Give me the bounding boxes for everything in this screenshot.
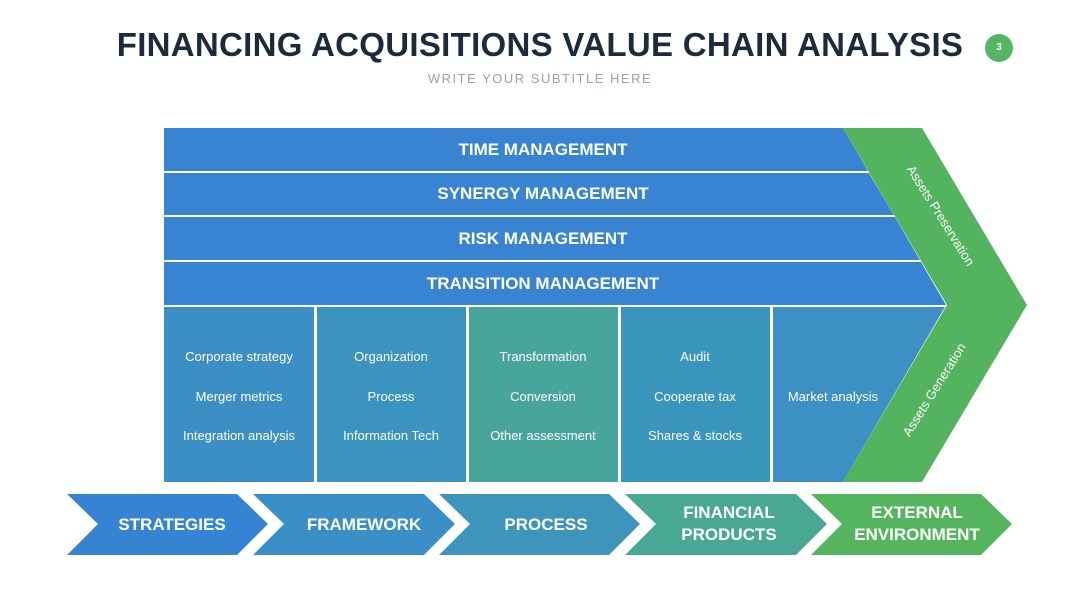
support-band-label: RISK MANAGEMENT xyxy=(458,229,628,248)
activity-item: Process xyxy=(368,389,415,404)
chevron-label: PROCESS xyxy=(504,515,587,534)
activity-item: Merger metrics xyxy=(196,389,283,404)
page-number-badge: 3 xyxy=(985,34,1013,62)
page-subtitle: WRITE YOUR SUBTITLE HERE xyxy=(427,71,653,86)
activity-item: Information Tech xyxy=(343,428,439,443)
chevron-label: STRATEGIES xyxy=(118,515,225,534)
primary-activities: Corporate strategy Merger metrics Integr… xyxy=(164,307,945,482)
chevron-label: FINANCIAL xyxy=(683,503,775,522)
support-activities: TIME MANAGEMENT SYNERGY MANAGEMENT RISK … xyxy=(164,128,946,305)
activity-item: Market analysis xyxy=(788,389,879,404)
activity-item: Conversion xyxy=(510,389,576,404)
support-band xyxy=(164,128,868,171)
support-band-label: TRANSITION MANAGEMENT xyxy=(427,274,660,293)
margin-arrow xyxy=(843,128,1027,482)
chevron-strategies xyxy=(67,494,268,555)
support-band xyxy=(164,262,946,305)
chevron-label: FRAMEWORK xyxy=(307,515,422,534)
bottom-chevrons: STRATEGIES FRAMEWORK PROCESS FINANCIAL P… xyxy=(67,494,1012,555)
chevron-financial-products xyxy=(625,494,827,555)
activity-cell xyxy=(164,307,314,482)
support-band-label: SYNERGY MANAGEMENT xyxy=(437,184,649,203)
chevron-process xyxy=(439,494,640,555)
support-band xyxy=(164,173,894,215)
activity-item: Other assessment xyxy=(490,428,596,443)
activity-cell xyxy=(469,307,618,482)
activity-item: Shares & stocks xyxy=(648,428,742,443)
chevron-external-environment xyxy=(811,494,1012,555)
activity-item: Audit xyxy=(680,349,710,364)
support-band xyxy=(164,217,920,260)
activity-cell xyxy=(621,307,770,482)
activity-item: Transformation xyxy=(500,349,587,364)
chevron-label: ENVIRONMENT xyxy=(854,525,980,544)
activity-cell xyxy=(773,307,945,482)
chevron-label: EXTERNAL xyxy=(871,503,963,522)
activity-item: Integration analysis xyxy=(183,428,296,443)
activity-item: Organization xyxy=(354,349,428,364)
chevron-label: PRODUCTS xyxy=(681,525,776,544)
support-band-label: TIME MANAGEMENT xyxy=(458,140,628,159)
activity-item: Cooperate tax xyxy=(654,389,736,404)
chevron-framework xyxy=(253,494,455,555)
activity-item: Corporate strategy xyxy=(185,349,293,364)
page-title: FINANCING ACQUISITIONS VALUE CHAIN ANALY… xyxy=(116,26,964,63)
activity-cell xyxy=(317,307,466,482)
